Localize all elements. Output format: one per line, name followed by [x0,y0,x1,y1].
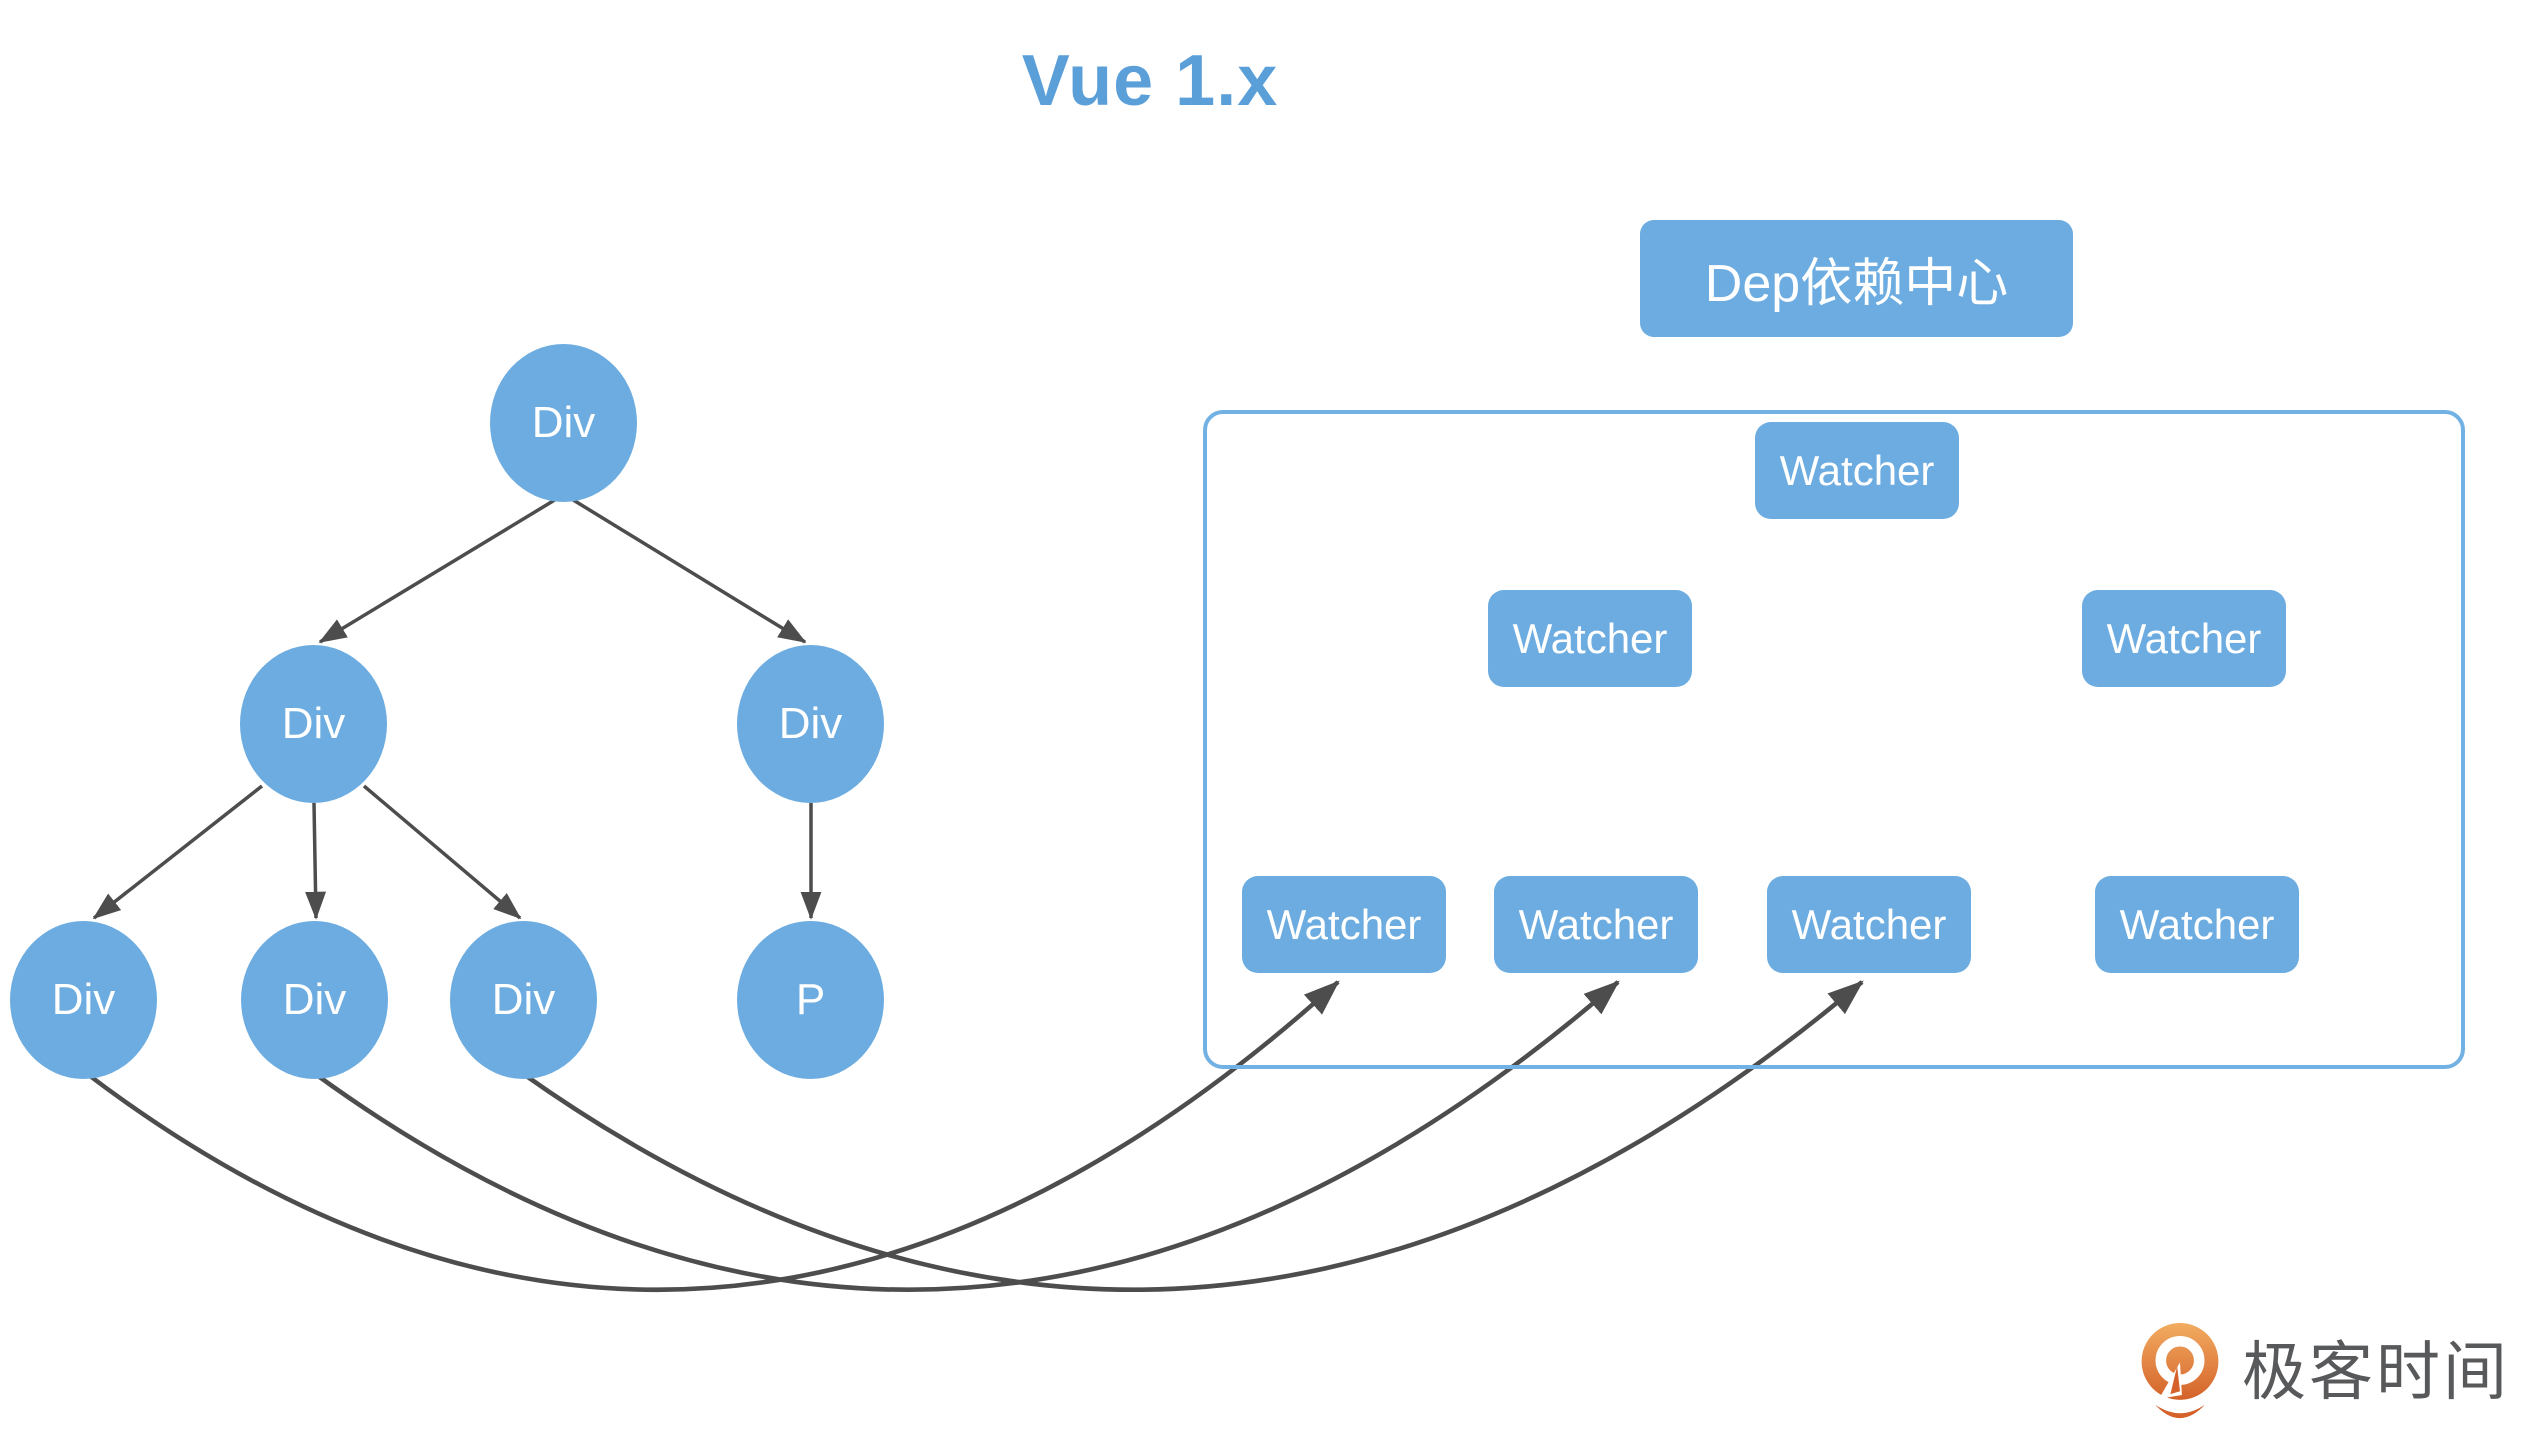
tree-node-left-child: Div [240,645,387,803]
edge-root-to-right-child [569,496,807,644]
watcher-box-mid-right: Watcher [2082,590,2286,687]
tree-node-leaf-3: Div [450,921,597,1079]
watcher-box-bottom-3: Watcher [1767,876,1971,973]
watcher-box-bottom-1: Watcher [1242,876,1446,973]
edge-left-child-to-leaf-1 [92,784,264,920]
dep-edge-leaf1-to-watcher1 [84,980,1340,1292]
geektime-logo: 极客时间 [2132,1318,2510,1426]
geektime-logo-text: 极客时间 [2242,1336,2510,1408]
edge-left-child-to-leaf-3 [362,784,522,920]
geektime-pin-icon [2137,1323,2223,1419]
dep-center-box: Dep依赖中心 [1640,220,2073,337]
edge-root-to-left-child [318,496,559,644]
watcher-box-bottom-2: Watcher [1494,876,1698,973]
edge-left-child-to-leaf-2 [305,802,327,920]
watcher-box-bottom-4: Watcher [2095,876,2299,973]
page-title: Vue 1.x [1021,41,1279,121]
dep-center-container [1203,410,2465,1069]
tree-node-leaf-2: Div [241,921,388,1079]
tree-node-leaf-p: P [737,921,884,1079]
dep-edge-leaf3-to-watcher3 [520,980,1864,1292]
watcher-box-top: Watcher [1755,422,1959,519]
tree-node-right-child: Div [737,645,884,803]
dep-edge-leaf2-to-watcher2 [312,980,1620,1292]
tree-node-root: Div [490,344,637,502]
watcher-box-mid-left: Watcher [1488,590,1692,687]
tree-node-leaf-1: Div [10,921,157,1079]
